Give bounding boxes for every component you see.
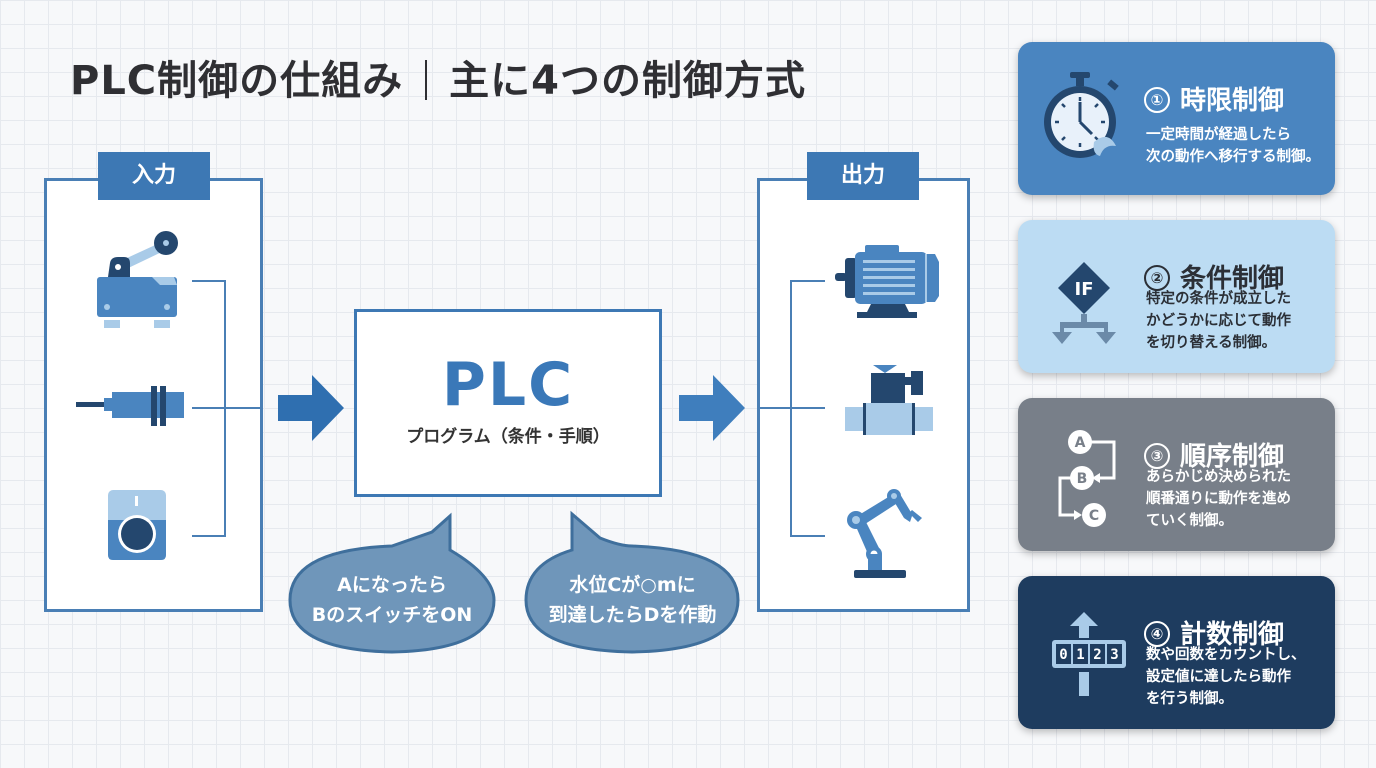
method-desc-line: 一定時間が経過したら	[1146, 127, 1291, 143]
method-card-sequence: A B C ③ 順序制御 あらかじめ決められた 順番通りに動作を進め ていく制御。	[1018, 398, 1335, 551]
method-desc-line: を行う制御。	[1146, 691, 1233, 707]
method-description: 数や回数をカウントし、 設定値に達したら動作 を行う制御。	[1146, 644, 1306, 710]
bubble-1-text: Aになったら BのスイッチをON	[282, 570, 502, 630]
method-desc-line: 設定値に達したら動作	[1146, 669, 1291, 685]
method-number: ④	[1144, 621, 1170, 647]
method-desc-line: 順番通りに動作を進め	[1146, 491, 1291, 507]
output-wire-1	[790, 280, 825, 282]
bubble-2-text: 水位Cが○mに 到達したらDを作動	[520, 570, 745, 630]
bubble-shape	[524, 510, 740, 654]
arrow-right-icon	[278, 375, 344, 441]
method-desc-line: を切り替える制御。	[1146, 335, 1277, 351]
speech-bubble-1: Aになったら BのスイッチをON	[282, 510, 502, 660]
method-desc-line: 数や回数をカウントし、	[1146, 647, 1306, 663]
page-title: PLC制御の仕組み主に4つの制御方式	[70, 48, 806, 106]
counter-digit: 3	[1110, 647, 1118, 663]
method-card-counter: 0 1 2 3 ④ 計数制御 数や回数をカウントし、 設定値に達したら動作 を行う…	[1018, 576, 1335, 729]
plc-box: PLC プログラム（条件・手順）	[354, 309, 662, 497]
input-wire-bus	[224, 280, 226, 537]
plc-subtitle: プログラム（条件・手順）	[406, 427, 610, 447]
step-b: B	[1077, 471, 1088, 487]
counter-digit: 0	[1059, 647, 1067, 663]
method-title: ② 条件制御	[1144, 258, 1284, 295]
method-card-condition: IF ② 条件制御 特定の条件が成立した かどうかに応じて動作 を切り替える制御。	[1018, 220, 1335, 373]
method-card-timer: ① 時限制御 一定時間が経過したら 次の動作へ移行する制御。	[1018, 42, 1335, 195]
solenoid-valve-icon	[845, 365, 933, 435]
output-label: 出力	[807, 152, 919, 200]
speech-bubble-2: 水位Cが○mに 到達したらDを作動	[520, 510, 745, 660]
step-a: A	[1075, 435, 1086, 451]
method-desc-line: ていく制御。	[1146, 513, 1233, 529]
method-desc-line: かどうかに応じて動作	[1146, 313, 1291, 329]
title-left: PLC制御の仕組み	[70, 58, 404, 104]
output-wire-3	[790, 535, 825, 537]
method-desc-line: 次の動作へ移行する制御。	[1146, 149, 1320, 165]
method-title-text: 時限制御	[1180, 86, 1285, 116]
push-button-icon	[108, 490, 166, 560]
step-c: C	[1089, 508, 1099, 524]
method-desc-line: 特定の条件が成立した	[1146, 291, 1291, 307]
method-title: ③ 順序制御	[1144, 436, 1284, 473]
bubble-1-line-2: BのスイッチをON	[311, 604, 473, 626]
method-number: ②	[1144, 265, 1170, 291]
plc-label: PLC	[441, 350, 575, 420]
method-title: ④ 計数制御	[1144, 614, 1284, 651]
method-title-text: 条件制御	[1180, 264, 1285, 294]
method-number: ③	[1144, 443, 1170, 469]
method-desc-line: あらかじめ決められた	[1146, 469, 1291, 485]
method-title-text: 計数制御	[1180, 620, 1285, 650]
bubble-2-line-1: 水位Cが○mに	[569, 574, 696, 596]
method-description: 特定の条件が成立した かどうかに応じて動作 を切り替える制御。	[1146, 288, 1291, 354]
counter-icon: 0 1 2 3	[1052, 612, 1126, 696]
method-title: ① 時限制御	[1144, 80, 1284, 117]
motor-icon	[835, 245, 939, 318]
bubble-1-line-1: Aになったら	[337, 574, 447, 596]
method-description: あらかじめ決められた 順番通りに動作を進め ていく制御。	[1146, 466, 1291, 532]
title-right: 主に4つの制御方式	[449, 58, 807, 104]
method-title-text: 順序制御	[1180, 442, 1285, 472]
counter-digit: 1	[1076, 647, 1084, 663]
method-description: 一定時間が経過したら 次の動作へ移行する制御。	[1146, 124, 1320, 168]
sequence-icon: A B C	[1058, 430, 1116, 527]
counter-digit: 2	[1093, 647, 1101, 663]
arrow-right-icon	[679, 375, 745, 441]
bubble-shape	[288, 512, 496, 654]
input-wire-2	[192, 407, 263, 409]
limit-switch-icon	[97, 231, 178, 328]
bubble-2-line-2: 到達したらDを作動	[548, 604, 717, 626]
stopwatch-icon	[1044, 72, 1119, 158]
method-number: ①	[1144, 87, 1170, 113]
output-wire-bus	[790, 280, 792, 537]
if-branch-icon: IF	[1052, 262, 1116, 344]
input-wire-1	[192, 280, 226, 282]
input-label: 入力	[98, 152, 210, 200]
input-wire-3	[192, 535, 226, 537]
if-label: IF	[1075, 279, 1094, 300]
proximity-sensor-icon	[76, 386, 184, 426]
robot-arm-icon	[847, 489, 922, 578]
title-separator	[425, 60, 428, 100]
